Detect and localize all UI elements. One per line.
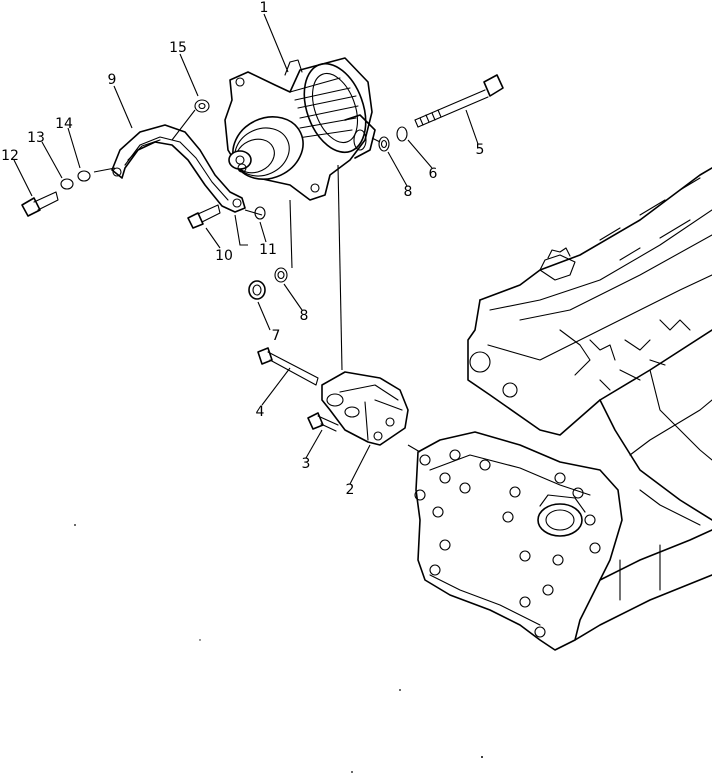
- label-8-lower: 8: [300, 308, 309, 324]
- engine-block: [414, 167, 712, 651]
- label-6: 6: [429, 166, 438, 182]
- label-3: 3: [302, 456, 311, 472]
- label-4: 4: [256, 404, 265, 420]
- washer-13: [60, 178, 74, 190]
- label-12: 12: [1, 148, 19, 164]
- label-9: 9: [108, 72, 117, 88]
- label-11: 11: [259, 242, 277, 258]
- nut-7: [248, 280, 266, 300]
- cover-bolts: [414, 449, 601, 638]
- alternator: [224, 57, 376, 201]
- leader-lines: [13, 13, 479, 485]
- bolt-12: [21, 191, 59, 217]
- bolt-3: [307, 412, 339, 432]
- bolt-4: [257, 347, 319, 386]
- label-2: 2: [346, 482, 355, 498]
- mounting-bracket: [321, 371, 409, 446]
- washer-15: [194, 99, 210, 113]
- label-15: 15: [169, 40, 187, 56]
- bolt-10: [187, 204, 221, 229]
- centerline-alternator-bracket: [337, 164, 343, 371]
- adjusting-strap: [111, 124, 246, 213]
- bolt-5: [414, 74, 504, 128]
- label-8-upper: 8: [404, 184, 413, 200]
- label-10: 10: [215, 248, 233, 264]
- washer-6: [396, 126, 408, 142]
- label-1: 1: [260, 0, 269, 16]
- label-14: 14: [55, 116, 73, 132]
- label-5: 5: [476, 142, 485, 158]
- washer-8-lower: [274, 267, 288, 283]
- washer-14: [77, 170, 91, 182]
- label-7: 7: [272, 328, 281, 344]
- label-13: 13: [27, 130, 45, 146]
- washer-8-upper: [378, 136, 390, 152]
- scan-specks: [74, 524, 483, 773]
- part-labels: 1 2 3 4 5 6 7 8 8 9 10 11 12 13 14 15: [1, 0, 484, 498]
